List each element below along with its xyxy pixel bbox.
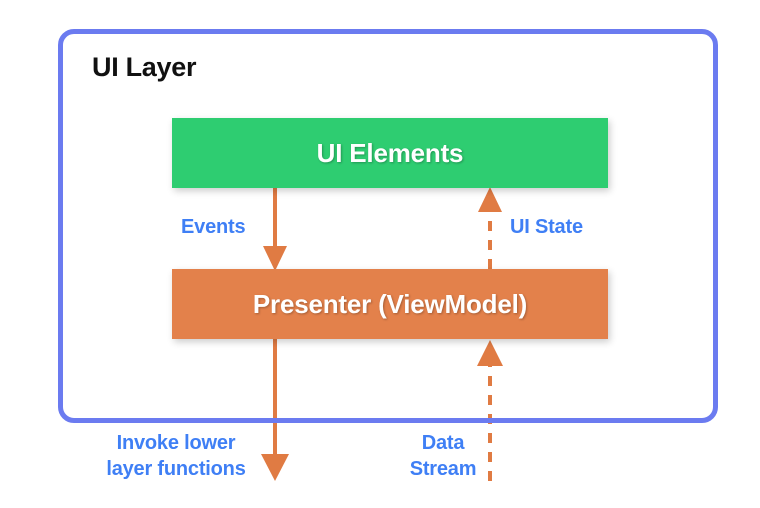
ui-layer-frame [58,29,718,423]
node-ui-elements[interactable]: UI Elements [172,118,608,188]
node-ui-elements-label: UI Elements [316,137,464,168]
node-presenter-label: Presenter (ViewModel) [252,288,528,319]
ui-layer-title: UI Layer [92,52,197,82]
edge-label-invoke-lower-layer: Invoke lower layer functions [106,432,246,480]
arrow-events [263,186,287,271]
edge-label-data-stream: Data Stream [409,432,477,480]
arrow-ui-state [478,187,502,269]
node-presenter[interactable]: Presenter (ViewModel) [172,269,608,339]
edge-label-events: Events [181,216,246,238]
edge-label-ui-state: UI State [510,216,583,238]
arrow-invoke-lower-layer [261,339,289,481]
